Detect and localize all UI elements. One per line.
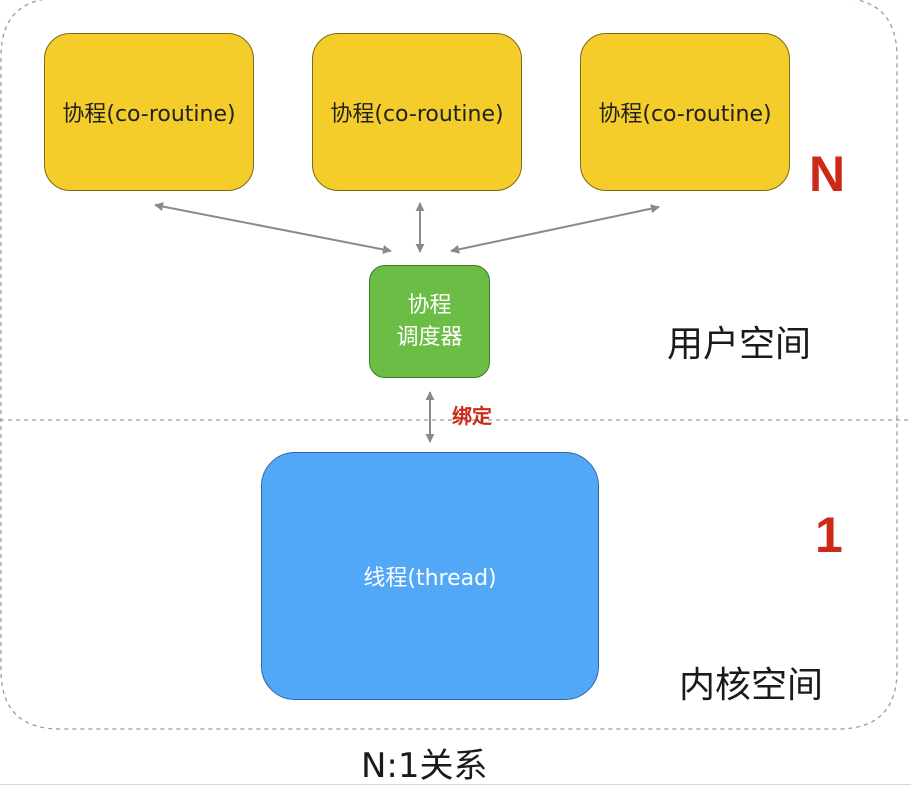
scheduler-label-line1: 协程	[407, 292, 452, 318]
caption-n-to-1: N:1关系	[361, 746, 488, 786]
thread-box: 线程(thread)	[261, 452, 599, 700]
arrow-coroutine-3-scheduler	[450, 204, 660, 254]
label-n: N	[809, 146, 846, 202]
label-kernel-space: 内核空间	[679, 665, 824, 706]
coroutine-label-3: 协程(co-routine)	[598, 102, 772, 127]
coroutine-label-2: 协程(co-routine)	[330, 102, 504, 127]
coroutine-box-1: 协程(co-routine)	[44, 33, 254, 191]
scheduler-label-line2: 调度器	[396, 324, 463, 350]
outer-dashed-border	[0, 0, 898, 730]
coroutine-box-3: 协程(co-routine)	[580, 33, 790, 191]
coroutine-label-1: 协程(co-routine)	[62, 102, 236, 127]
thread-label: 线程(thread)	[363, 566, 497, 591]
label-bind: 绑定	[452, 404, 492, 428]
bottom-separator	[0, 784, 911, 785]
arrow-coroutine-1-scheduler	[154, 202, 392, 254]
label-one: 1	[815, 507, 843, 563]
scheduler-box: 协程 调度器	[369, 265, 490, 378]
coroutine-box-2: 协程(co-routine)	[312, 33, 522, 191]
label-user-space: 用户空间	[667, 324, 812, 365]
